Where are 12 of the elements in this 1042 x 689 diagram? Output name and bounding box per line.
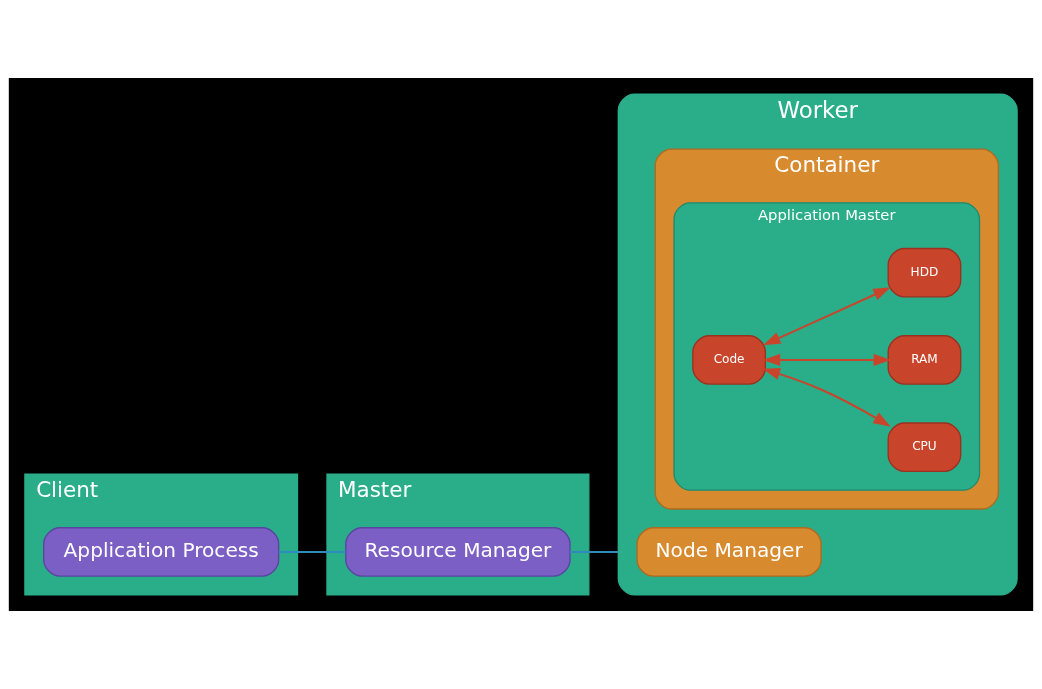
node-box: CPU <box>887 422 962 473</box>
connector <box>570 550 619 553</box>
node-box: Resource Manager <box>345 527 571 577</box>
node-box: RAM <box>887 335 962 385</box>
arrow <box>762 368 891 427</box>
node-box: Application Process <box>43 527 280 577</box>
arrow <box>763 287 891 346</box>
node-box: HDD <box>887 247 962 298</box>
node-box: Node Manager <box>636 527 822 577</box>
connector <box>278 550 346 553</box>
arrow <box>762 353 892 367</box>
node-box: Code <box>692 335 766 385</box>
